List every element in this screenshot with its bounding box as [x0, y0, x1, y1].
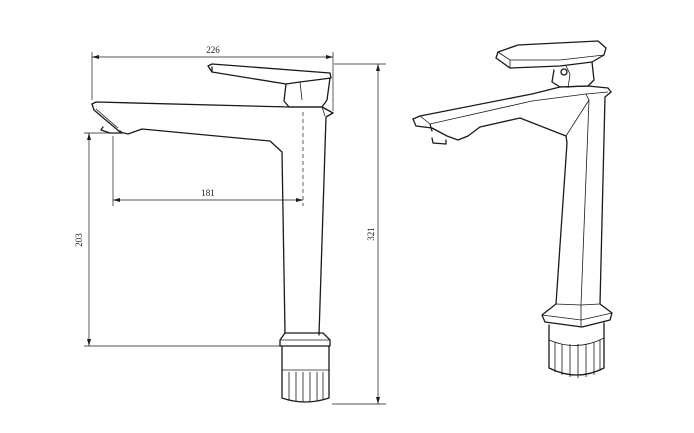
dimension-label-overall-height: 321 — [366, 227, 376, 241]
faucet-side-view — [91, 63, 334, 403]
dimension-lines — [84, 52, 386, 405]
dimension-label-spout-height: 203 — [74, 233, 84, 247]
dimension-label-overall-width: 226 — [206, 45, 220, 55]
faucet-perspective-view — [412, 40, 613, 378]
dimension-label-spout-reach: 181 — [201, 188, 215, 198]
